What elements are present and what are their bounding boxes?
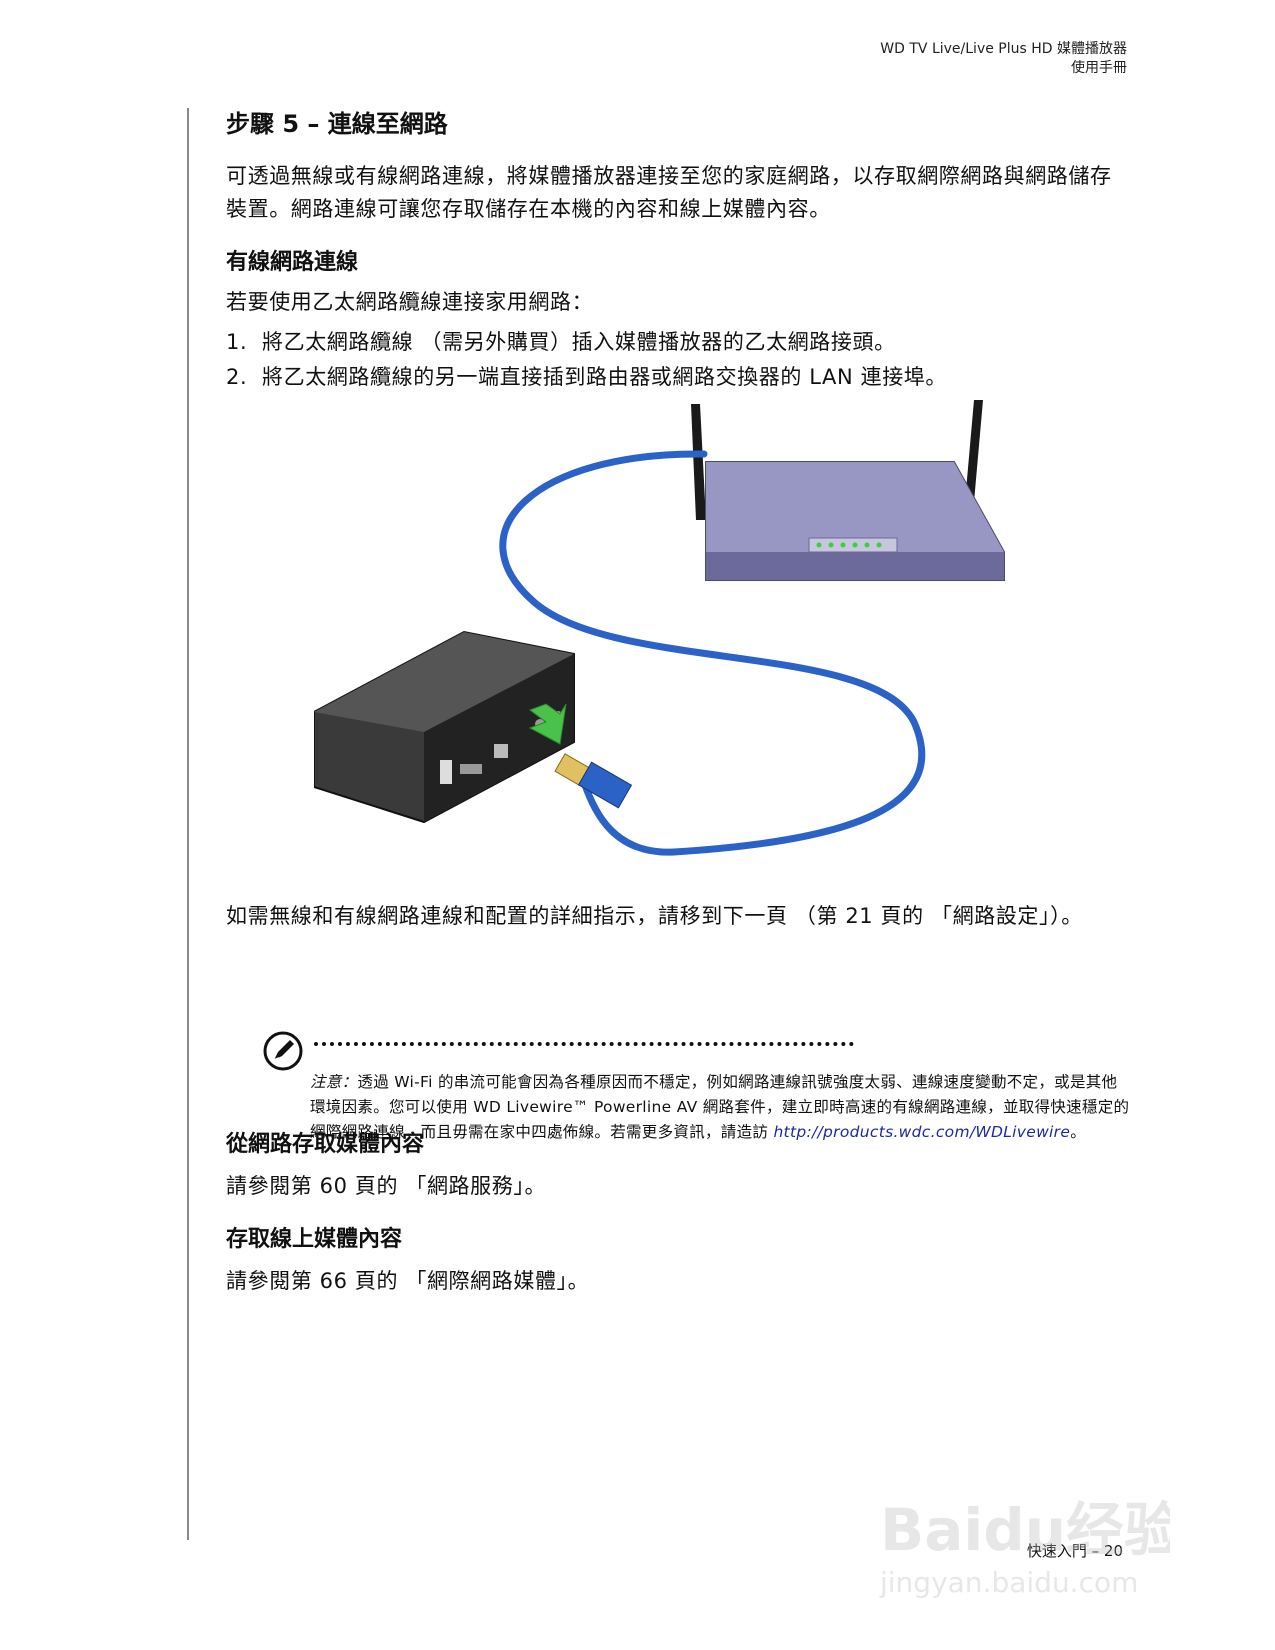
- list-item: 1. 將乙太網路纜線 （需另外購買）插入媒體播放器的乙太網路接頭。: [226, 325, 1126, 360]
- section-text: 請參閱第 60 頁的 「網路服務」。: [226, 1174, 547, 1198]
- note-pencil-icon: [263, 1031, 303, 1071]
- wired-lead: 若要使用乙太網路纜線連接家用網路：: [226, 290, 594, 314]
- section-text: 請參閱第 66 頁的 「網際網路媒體」。: [226, 1269, 590, 1293]
- note-text: 注意：透過 Wi-Fi 的串流可能會因為各種原因而不穩定，例如網路連線訊號強度太…: [310, 1070, 1130, 1145]
- page-footer: 快速入門 – 20: [1026, 1542, 1123, 1560]
- more-info-paragraph: 如需無線和有線網路連線和配置的詳細指示，請移到下一頁 （第 21 頁的 「網路設…: [226, 904, 1083, 928]
- main-content: 步驟 5 – 連線至網路 可透過無線或有線網路連線，將媒體播放器連接至您的家庭網…: [226, 108, 1126, 1293]
- intro-paragraph: 可透過無線或有線網路連線，將媒體播放器連接至您的家庭網路，以存取網際網路與網路儲…: [226, 164, 1112, 221]
- watermark-brand: Baidu经验: [880, 1496, 1170, 1564]
- list-item: 2. 將乙太網路纜線的另一端直接插到路由器或網路交換器的 LAN 連接埠。: [226, 360, 1126, 395]
- watermark-url: jingyan.baidu.com: [879, 1566, 1138, 1599]
- step-number: 2.: [226, 365, 248, 389]
- ethernet-cable: [499, 450, 926, 856]
- header-product-title: WD TV Live/Live Plus HD 媒體播放器: [880, 41, 1127, 57]
- header-manual-title: 使用手冊: [1071, 60, 1127, 76]
- section-heading: 從網路存取媒體內容: [226, 1132, 425, 1157]
- note-end: 。: [1070, 1123, 1086, 1141]
- insert-arrow-icon: [528, 703, 567, 745]
- media-player-icon: [313, 630, 575, 824]
- baidu-watermark-logo: Baidu经验 jingyan.baidu.com: [870, 1470, 1182, 1600]
- note-label: 注意：: [310, 1073, 358, 1091]
- online-media-section: 存取線上媒體內容 請參閱第 66 頁的 「網際網路媒體」。: [226, 1225, 1126, 1298]
- router-icon: [705, 461, 1005, 581]
- step-title: 步驟 5 – 連線至網路: [226, 110, 448, 138]
- livewire-link[interactable]: http://products.wdc.com/WDLivewire: [773, 1123, 1071, 1141]
- note-body: 透過 Wi-Fi 的串流可能會因為各種原因而不穩定，例如網路連線訊號強度太弱、連…: [310, 1073, 1130, 1141]
- step-number: 1.: [226, 330, 248, 354]
- section-heading: 存取線上媒體內容: [226, 1227, 403, 1252]
- connection-illustration: [313, 392, 1074, 912]
- wired-heading: 有線網路連線: [226, 250, 359, 275]
- rj45-connector-icon: [554, 753, 633, 809]
- left-margin-rule: [187, 108, 189, 1540]
- document-header: WD TV Live/Live Plus HD 媒體播放器 使用手冊: [880, 40, 1127, 78]
- network-access-section: 從網路存取媒體內容 請參閱第 60 頁的 「網路服務」。: [226, 1130, 1126, 1203]
- step-text: 將乙太網路纜線 （需另外購買）插入媒體播放器的乙太網路接頭。: [262, 330, 896, 354]
- step-text: 將乙太網路纜線的另一端直接插到路由器或網路交換器的 LAN 連接埠。: [262, 365, 948, 389]
- note-divider: [314, 1042, 854, 1046]
- wired-steps-list: 1. 將乙太網路纜線 （需另外購買）插入媒體播放器的乙太網路接頭。 2. 將乙太…: [226, 325, 1126, 395]
- router-antenna-icon: [691, 400, 983, 520]
